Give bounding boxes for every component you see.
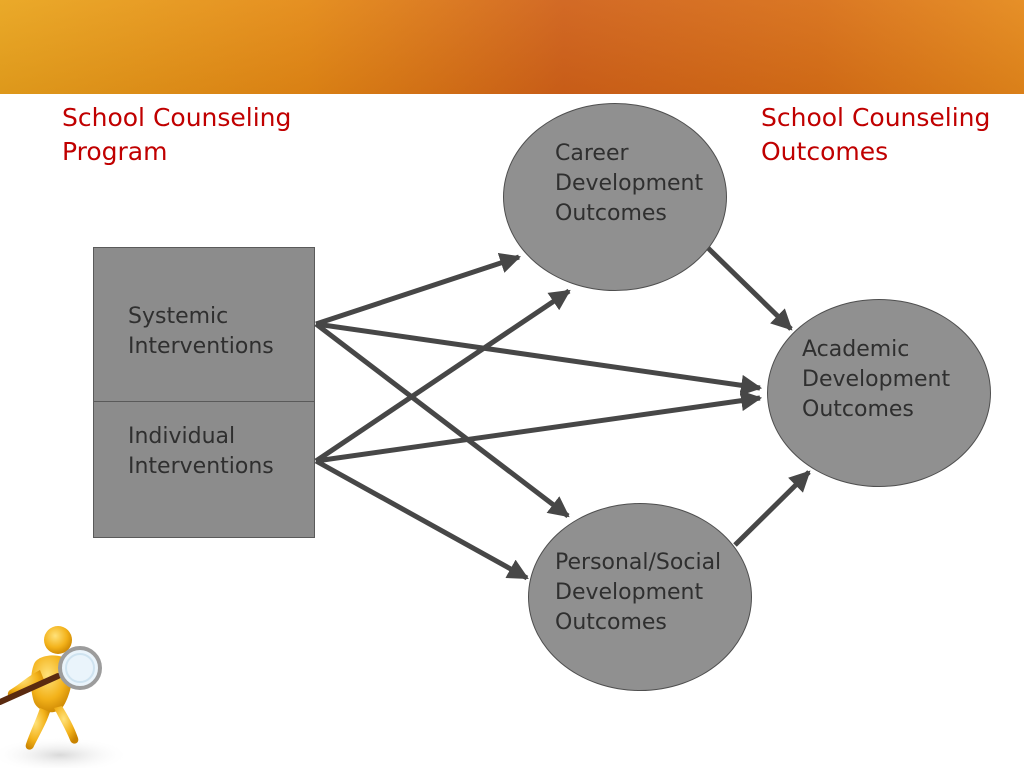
systemic-interventions-label: Systemic Interventions — [128, 302, 274, 362]
individual-label-line-2: Interventions — [128, 454, 274, 479]
arrow-systemic-to-career — [315, 252, 521, 327]
systemic-label-line-2: Interventions — [128, 334, 274, 359]
academic-label-line-2: Development — [802, 367, 951, 392]
academic-label-line-1: Academic — [802, 337, 910, 362]
systemic-label-line-1: Systemic — [128, 304, 229, 329]
arrow-systemic-to-academic — [315, 321, 763, 396]
program-heading-line-1: School Counseling — [62, 103, 292, 132]
arrow-individual-to-career — [314, 288, 571, 464]
personal-social-label-line-1: Personal/Social — [555, 550, 722, 575]
arrow-personal-social-to-academic — [733, 470, 811, 547]
academic-outcomes-label: Academic Development Outcomes — [802, 335, 950, 425]
career-outcomes-node — [503, 103, 727, 291]
magnifier-figure-icon — [0, 626, 130, 768]
outcomes-heading-line-2: Outcomes — [761, 137, 889, 166]
program-heading: School Counseling Program — [62, 101, 291, 169]
personal-social-outcomes-label: Personal/Social Development Outcomes — [555, 548, 721, 638]
academic-outcomes-node — [767, 299, 991, 487]
career-label-line-1: Career — [555, 141, 629, 166]
arrow-systemic-to-personal-social — [314, 322, 570, 518]
personal-social-outcomes-node — [528, 503, 752, 691]
outcomes-heading: School Counseling Outcomes — [761, 101, 990, 169]
program-heading-line-2: Program — [62, 137, 168, 166]
individual-label-line-1: Individual — [128, 424, 236, 449]
arrow-individual-to-academic — [315, 390, 763, 464]
academic-label-line-3: Outcomes — [802, 397, 914, 422]
arrow-career-to-academic — [706, 246, 793, 331]
personal-social-label-line-3: Outcomes — [555, 610, 667, 635]
outcomes-heading-line-1: School Counseling — [761, 103, 991, 132]
header-banner — [0, 0, 1024, 94]
individual-interventions-label: Individual Interventions — [128, 422, 274, 482]
career-label-line-3: Outcomes — [555, 201, 667, 226]
individual-interventions-box: Individual Interventions — [93, 401, 315, 538]
arrow-individual-to-personal-social — [314, 458, 529, 581]
career-label-line-2: Development — [555, 171, 704, 196]
career-outcomes-label: Career Development Outcomes — [555, 139, 703, 229]
personal-social-label-line-2: Development — [555, 580, 704, 605]
